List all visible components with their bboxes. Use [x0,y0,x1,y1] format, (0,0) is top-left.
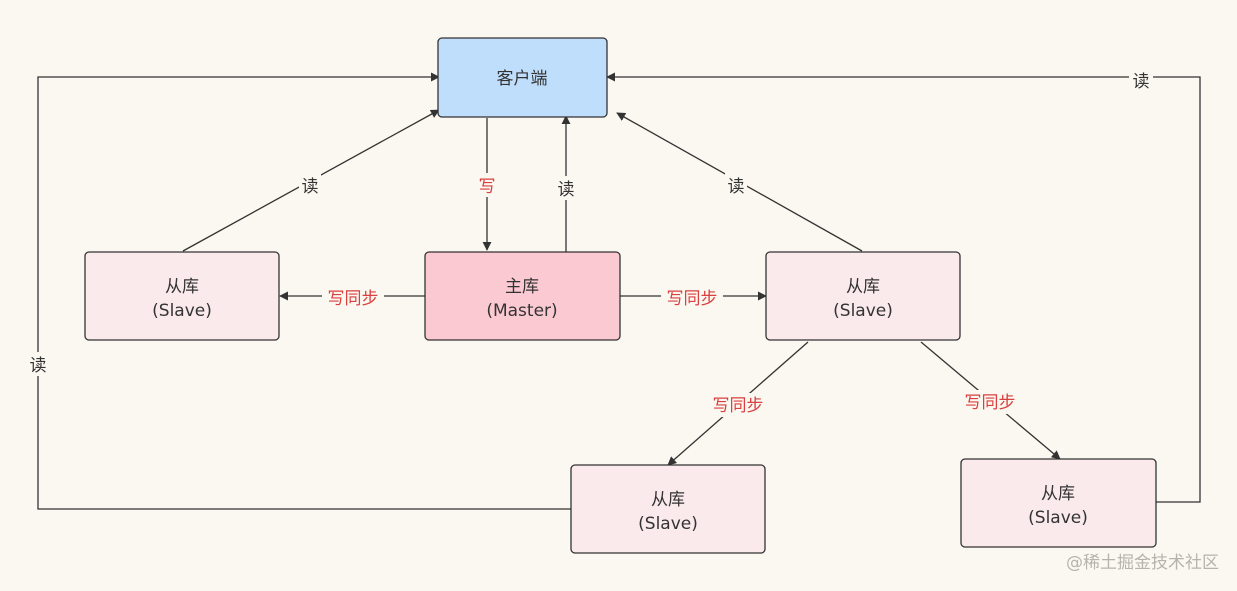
edge-label-slave-left-to-client: 读 [302,177,319,197]
edge-label-slave-right-to-bottom-left: 写同步 [713,396,764,416]
node-slave-bottom-left: 从库 (Slave) [570,464,766,554]
node-slave-left-subtitle: (Slave) [152,301,212,321]
node-slave-bottom-right-title: 从库 [1041,484,1075,504]
node-master: 主库 (Master) [424,251,621,341]
node-slave-bottom-right: 从库 (Slave) [960,458,1157,548]
node-slave-right: 从库 (Slave) [765,251,961,341]
edge-slave-bottom-right-to-client [606,72,1201,503]
node-master-subtitle: (Master) [486,301,557,321]
node-slave-left: 从库 (Slave) [84,251,280,341]
edge-label-slave-bottom-right-to-client: 读 [1133,72,1150,92]
node-client-title: 客户端 [497,69,548,89]
edge-label-slave-right-to-bottom-right: 写同步 [965,393,1016,413]
watermark: @稀土掘金技术社区 [1066,553,1219,573]
edge-slave-bottom-left-to-client [37,72,571,510]
edge-label-master-to-slave-right: 写同步 [667,289,718,309]
edge-label-client-to-master: 写 [479,177,496,197]
edge-label-master-to-client: 读 [558,180,575,200]
node-slave-left-title: 从库 [165,277,199,297]
node-slave-right-subtitle: (Slave) [833,301,893,321]
edge-label-slave-bottom-left-to-client: 读 [30,356,47,376]
edge-label-slave-right-to-client: 读 [728,177,745,197]
node-slave-bottom-left-title: 从库 [651,490,685,510]
edge-label-master-to-slave-left: 写同步 [328,289,379,309]
node-slave-right-title: 从库 [846,277,880,297]
node-slave-bottom-right-subtitle: (Slave) [1028,508,1088,528]
node-master-title: 主库 [505,277,539,297]
node-slave-bottom-left-subtitle: (Slave) [638,514,698,534]
node-client: 客户端 [437,37,608,118]
